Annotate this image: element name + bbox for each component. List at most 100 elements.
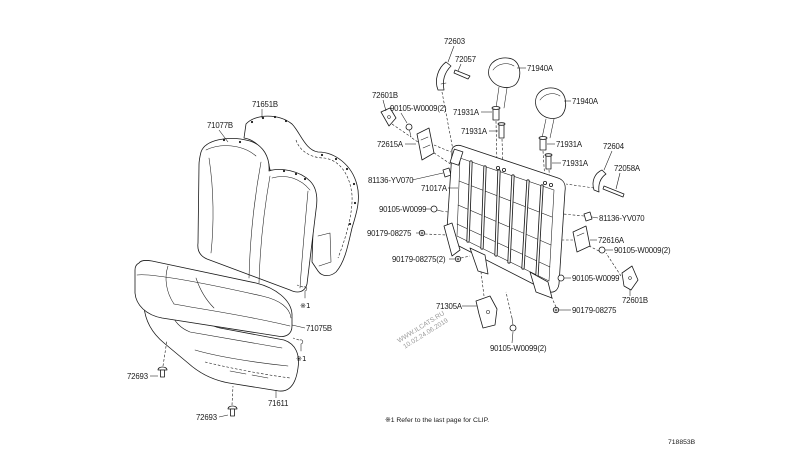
part-number-label[interactable]: 71077B: [207, 121, 233, 130]
callout[interactable]: 71651B: [252, 100, 278, 118]
back-cushion-hole: [282, 169, 286, 173]
callout[interactable]: 71931A: [453, 108, 492, 117]
hinge-bracket-part: [475, 295, 498, 329]
callout[interactable]: 71940A: [517, 64, 554, 73]
assembly-line: [605, 252, 622, 277]
guide-cap: [544, 153, 553, 157]
seat-assembly-illustration: [134, 115, 359, 417]
callout[interactable]: 72693: [127, 372, 158, 381]
part-number-label[interactable]: 90179-08275(2): [392, 255, 446, 264]
callout[interactable]: 90179-08275: [367, 229, 419, 238]
callout[interactable]: 72693: [196, 413, 229, 422]
callout[interactable]: 72615A: [377, 140, 416, 149]
seat-cushion-bolster-seam: [195, 277, 215, 309]
seat-cushion: [134, 260, 293, 337]
clip-stem: [160, 369, 165, 378]
cover-plate-outline: [416, 127, 435, 161]
part-number-label[interactable]: 71611: [268, 399, 289, 408]
part-number-label[interactable]: 90105-W0009(2): [390, 104, 447, 113]
frame-spring-core: [481, 166, 486, 249]
part-number-label[interactable]: 71940A: [527, 64, 554, 73]
rear-pad-hole: [345, 167, 349, 171]
callout[interactable]: 72604: [603, 142, 625, 171]
callout[interactable]: 90105-W0099: [564, 274, 619, 283]
headrest-guide: [491, 106, 501, 121]
seat-cushion-outline: [134, 260, 293, 337]
clip-72693-front: [157, 339, 168, 378]
callout[interactable]: 72603: [444, 37, 465, 63]
part-number-label[interactable]: 71017A: [421, 184, 448, 193]
back-cushion-top-seam: [271, 176, 311, 191]
clip-head: [157, 366, 168, 371]
callout[interactable]: 71305A: [436, 302, 477, 311]
callout[interactable]: 90105-W0009(2): [605, 246, 671, 255]
assembly-line: [501, 138, 504, 170]
part-number-label[interactable]: 90179-08275: [367, 229, 412, 238]
callout[interactable]: 90105-W0099: [379, 205, 431, 214]
part-number-label[interactable]: 72615A: [377, 140, 404, 149]
callout[interactable]: 81136-YV070: [591, 214, 645, 223]
callout[interactable]: 71940A: [564, 97, 599, 106]
frame-latch: [449, 148, 464, 166]
nut-hole: [456, 257, 460, 261]
part-number-label[interactable]: 90105-W0009(2): [614, 246, 671, 255]
callout[interactable]: 90105-W0099(2): [490, 331, 547, 353]
part-number-label[interactable]: 72601B: [622, 296, 648, 305]
part-number-label[interactable]: 71931A: [562, 159, 589, 168]
back-cushion-hole: [238, 140, 242, 144]
guide-body: [545, 154, 552, 170]
part-number-label[interactable]: 90105-W0099: [379, 205, 426, 214]
assembly-line: [391, 123, 412, 138]
assembly-line: [542, 150, 546, 182]
clip-footnote: ※1 Refer to the last page for CLIP.: [385, 417, 489, 424]
callout[interactable]: 81136-YV070: [368, 172, 444, 185]
part-number-label[interactable]: 71651B: [252, 100, 278, 109]
frame-hinge-bracket: [469, 247, 489, 275]
callout[interactable]: 90179-08275(2): [392, 255, 455, 264]
callout[interactable]: 90179-08275: [559, 306, 617, 315]
part-number-label[interactable]: 90105-W0099: [572, 274, 619, 283]
callout[interactable]: 71611: [268, 390, 289, 408]
part-number-label[interactable]: 72057: [455, 55, 476, 64]
part-number-label[interactable]: 71931A: [556, 140, 583, 149]
frame-headrest-hole: [501, 167, 506, 172]
callout[interactable]: 72601B: [372, 91, 398, 112]
part-number-label[interactable]: 71305A: [436, 302, 463, 311]
bolt-head: [509, 324, 517, 332]
callout[interactable]: 71931A: [461, 127, 498, 136]
part-number-label[interactable]: 72604: [603, 142, 625, 151]
back-cushion-center-seam: [248, 161, 262, 279]
callout[interactable]: 72058A: [614, 164, 641, 190]
part-number-label[interactable]: 90179-08275: [572, 306, 617, 315]
part-number-label[interactable]: 72616A: [598, 236, 625, 245]
rear-pad-hole: [261, 116, 265, 120]
guide-cap: [538, 136, 548, 140]
frame-spring-core: [508, 175, 514, 263]
callout[interactable]: 72601B: [622, 289, 648, 305]
part-number-label[interactable]: 72693: [127, 372, 148, 381]
part-number-label[interactable]: 71931A: [453, 108, 480, 117]
part-number-label[interactable]: 72603: [444, 37, 465, 46]
clip-reference-marker: ※1: [300, 301, 311, 310]
callout[interactable]: 71017A: [421, 184, 458, 193]
part-number-label[interactable]: 72058A: [614, 164, 641, 173]
callout[interactable]: 71931A: [552, 159, 589, 168]
callout[interactable]: 90105-W0009(2): [390, 104, 447, 124]
seat-back-cushion: [197, 138, 318, 293]
part-number-label[interactable]: 81136-YV070: [599, 214, 645, 223]
callout[interactable]: 71075B: [291, 324, 332, 333]
part-number-label[interactable]: 71940A: [572, 97, 599, 106]
callout[interactable]: 72057: [455, 55, 476, 72]
callout[interactable]: 72616A: [590, 236, 625, 245]
part-number-label[interactable]: 72693: [196, 413, 217, 422]
part-number-label[interactable]: 71075B: [306, 324, 332, 333]
callout[interactable]: 71931A: [547, 140, 583, 149]
part-number-label[interactable]: 81136-YV070: [368, 176, 414, 185]
part-number-label[interactable]: 71931A: [461, 127, 488, 136]
callout[interactable]: 71077B: [207, 121, 233, 143]
part-number-label[interactable]: 90105-W0099(2): [490, 344, 547, 353]
bolt-head: [430, 205, 438, 213]
assembly-line: [548, 169, 551, 185]
nut-icon: [552, 306, 560, 314]
part-number-label[interactable]: 72601B: [372, 91, 398, 100]
